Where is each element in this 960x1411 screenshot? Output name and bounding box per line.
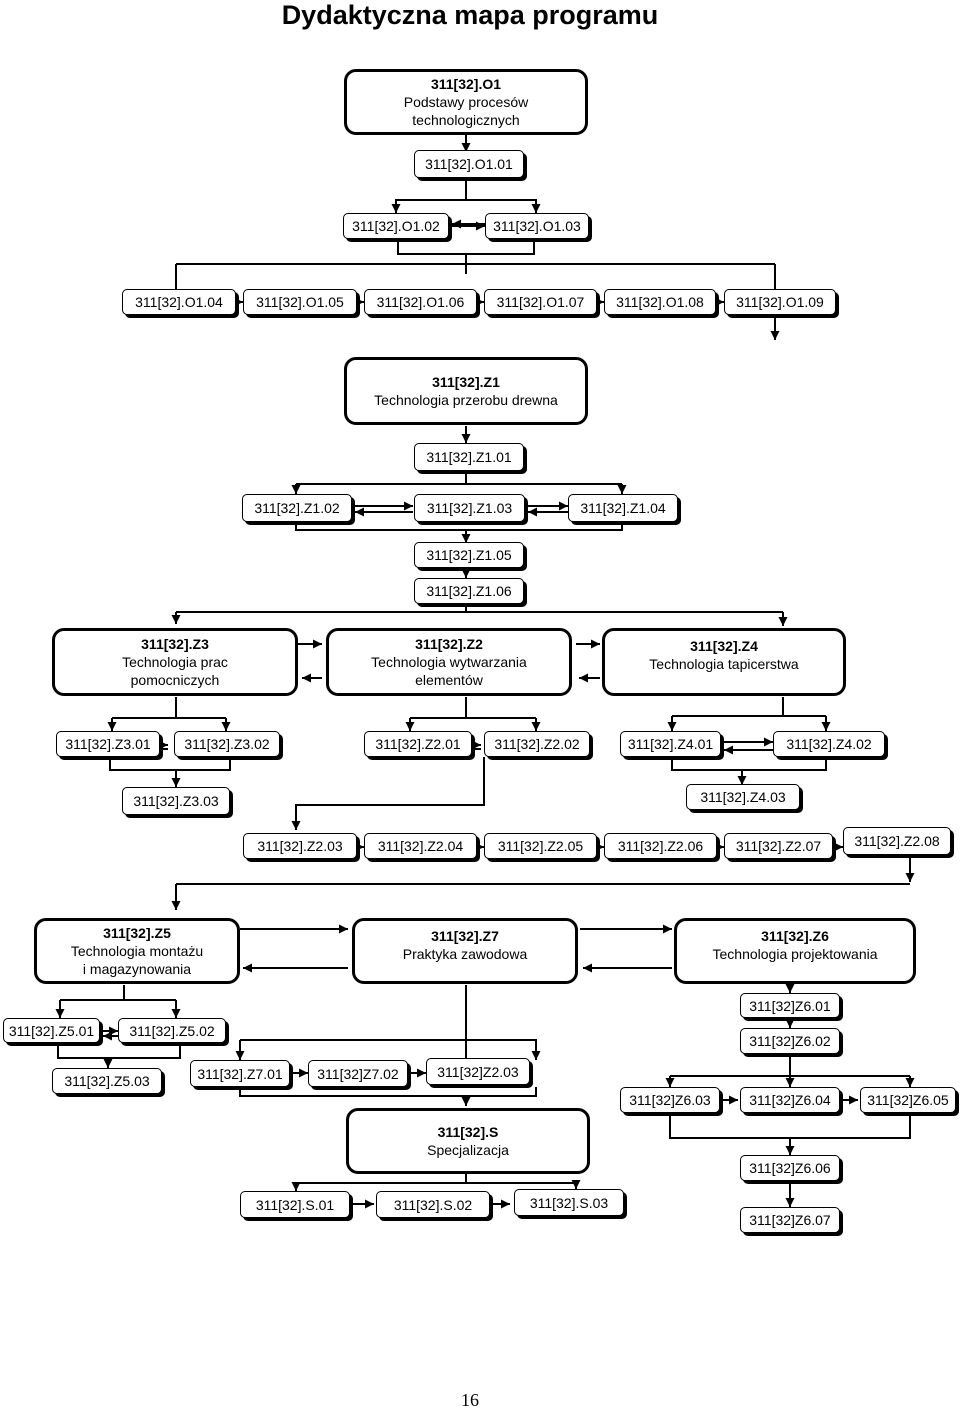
unit-Z6-02[interactable]: 311[32]Z6.02 xyxy=(740,1028,840,1054)
unit-Z3-01[interactable]: 311[32].Z3.01 xyxy=(56,731,160,757)
module-S-box[interactable]: 311[32].S Specjalizacja xyxy=(346,1108,590,1174)
unit-Z2-04[interactable]: 311[32].Z2.04 xyxy=(364,833,477,859)
unit-Z3-03[interactable]: 311[32].Z3.03 xyxy=(122,787,230,815)
unit-O1-02[interactable]: 311[32].O1.02 xyxy=(343,213,449,239)
module-Z3-box[interactable]: 311[32].Z3 Technologia prac pomocniczych xyxy=(52,628,298,696)
unit-O1-04[interactable]: 311[32].O1.04 xyxy=(122,289,236,315)
module-O1-box[interactable]: 311[32].O1 Podstawy procesów technologic… xyxy=(344,69,588,135)
module-Z2-box[interactable]: 311[32].Z2 Technologia wytwarzania eleme… xyxy=(326,628,572,696)
module-Z5-id: 311[32].Z5 xyxy=(103,925,171,941)
unit-Z1-02[interactable]: 311[32].Z1.02 xyxy=(242,494,352,522)
module-Z6-box[interactable]: 311[32].Z6 Technologia projektowania xyxy=(674,918,916,984)
unit-Z5-01[interactable]: 311[32].Z5.01 xyxy=(3,1018,100,1043)
unit-S-03[interactable]: 311[32].S.03 xyxy=(514,1189,624,1216)
unit-S-02[interactable]: 311[32].S.02 xyxy=(376,1191,490,1218)
unit-Z5-02[interactable]: 311[32].Z5.02 xyxy=(118,1018,226,1043)
unit-Z6-01[interactable]: 311[32]Z6.01 xyxy=(740,993,840,1018)
unit-Z1-05[interactable]: 311[32].Z1.05 xyxy=(414,542,524,568)
module-Z3-name: Technologia prac pomocniczych xyxy=(122,654,228,688)
unit-Z2-06[interactable]: 311[32].Z2.06 xyxy=(604,833,717,859)
module-Z4-id: 311[32].Z4 xyxy=(690,638,758,654)
unit-Z6-04[interactable]: 311[32]Z6.04 xyxy=(740,1087,840,1113)
page-number: 16 xyxy=(461,1390,479,1410)
unit-Z6-05[interactable]: 311[32]Z6.05 xyxy=(860,1087,956,1113)
unit-Z7-02[interactable]: 311[32]Z7.02 xyxy=(308,1060,408,1087)
module-Z7-name: Praktyka zawodowa xyxy=(402,946,528,962)
unit-Z6-03[interactable]: 311[32]Z6.03 xyxy=(620,1087,720,1113)
unit-Z1-03[interactable]: 311[32].Z1.03 xyxy=(414,494,525,522)
unit-Z2-05[interactable]: 311[32].Z2.05 xyxy=(484,833,597,859)
unit-Z4-01[interactable]: 311[32].Z4.01 xyxy=(620,731,721,757)
unit-O1-03[interactable]: 311[32].O1.03 xyxy=(485,213,589,239)
unit-Z2-01[interactable]: 311[32].Z2.01 xyxy=(364,731,472,757)
unit-Z4-03[interactable]: 311[32].Z4.03 xyxy=(686,784,800,810)
module-S-id: 311[32].S xyxy=(437,1124,499,1140)
unit-Z1-06[interactable]: 311[32].Z1.06 xyxy=(414,578,524,604)
unit-Z5-03[interactable]: 311[32].Z5.03 xyxy=(52,1068,162,1094)
unit-O1-08[interactable]: 311[32].O1.08 xyxy=(604,289,716,315)
unit-Z2-03[interactable]: 311[32].Z2.03 xyxy=(243,833,357,859)
module-Z6-name: Technologia projektowania xyxy=(712,946,878,962)
module-Z5-name: Technologia montażu i magazynowania xyxy=(70,943,204,977)
page-title: Dydaktyczna mapa programu xyxy=(281,0,659,30)
module-Z3-id: 311[32].Z3 xyxy=(141,636,209,652)
unit-Z3-02[interactable]: 311[32].Z3.02 xyxy=(174,731,280,757)
unit-Z6-06[interactable]: 311[32]Z6.06 xyxy=(740,1155,840,1181)
unit-Z6-07[interactable]: 311[32]Z6.07 xyxy=(740,1207,840,1233)
module-S-name: Specjalizacja xyxy=(427,1142,509,1158)
unit-Z1-01[interactable]: 311[32].Z1.01 xyxy=(414,443,524,471)
module-Z1-name: Technologia przerobu drewna xyxy=(374,392,558,408)
module-Z7-box[interactable]: 311[32].Z7 Praktyka zawodowa xyxy=(352,918,578,984)
module-Z2-id: 311[32].Z2 xyxy=(415,636,483,652)
unit-Z2-02[interactable]: 311[32].Z2.02 xyxy=(484,731,590,757)
unit-Z7-01[interactable]: 311[32].Z7.01 xyxy=(190,1060,290,1087)
unit-O1-07[interactable]: 311[32].O1.07 xyxy=(484,289,597,315)
unit-S-01[interactable]: 311[32].S.01 xyxy=(240,1191,350,1218)
module-Z2-name: Technologia wytwarzania elementów xyxy=(371,654,527,688)
unit-Z2-08[interactable]: 311[32].Z2.08 xyxy=(843,827,951,855)
unit-Z1-04[interactable]: 311[32].Z1.04 xyxy=(568,494,678,522)
unit-O1-09[interactable]: 311[32].O1.09 xyxy=(724,289,836,315)
module-Z4-name: Technologia tapicerstwa xyxy=(649,656,799,672)
module-Z7-id: 311[32].Z7 xyxy=(431,928,499,944)
unit-O1-01[interactable]: 311[32].O1.01 xyxy=(414,150,524,178)
module-Z4-box[interactable]: 311[32].Z4 Technologia tapicerstwa xyxy=(602,628,846,696)
unit-Z2-07[interactable]: 311[32].Z2.07 xyxy=(724,833,833,859)
module-Z1-id: 311[32].Z1 xyxy=(432,374,500,390)
unit-O1-05[interactable]: 311[32].O1.05 xyxy=(243,289,357,315)
unit-Z7-03[interactable]: 311[32]Z2.03 xyxy=(426,1058,530,1085)
unit-O1-06[interactable]: 311[32].O1.06 xyxy=(364,289,477,315)
module-O1-id: 311[32].O1 xyxy=(430,76,502,92)
module-O1-name: Podstawy procesów technologicznych xyxy=(403,94,529,128)
module-Z1-box[interactable]: 311[32].Z1 Technologia przerobu drewna xyxy=(344,357,588,425)
module-Z5-box[interactable]: 311[32].Z5 Technologia montażu i magazyn… xyxy=(34,918,240,984)
unit-Z4-02[interactable]: 311[32].Z4.02 xyxy=(773,731,885,757)
module-Z6-id: 311[32].Z6 xyxy=(761,928,829,944)
